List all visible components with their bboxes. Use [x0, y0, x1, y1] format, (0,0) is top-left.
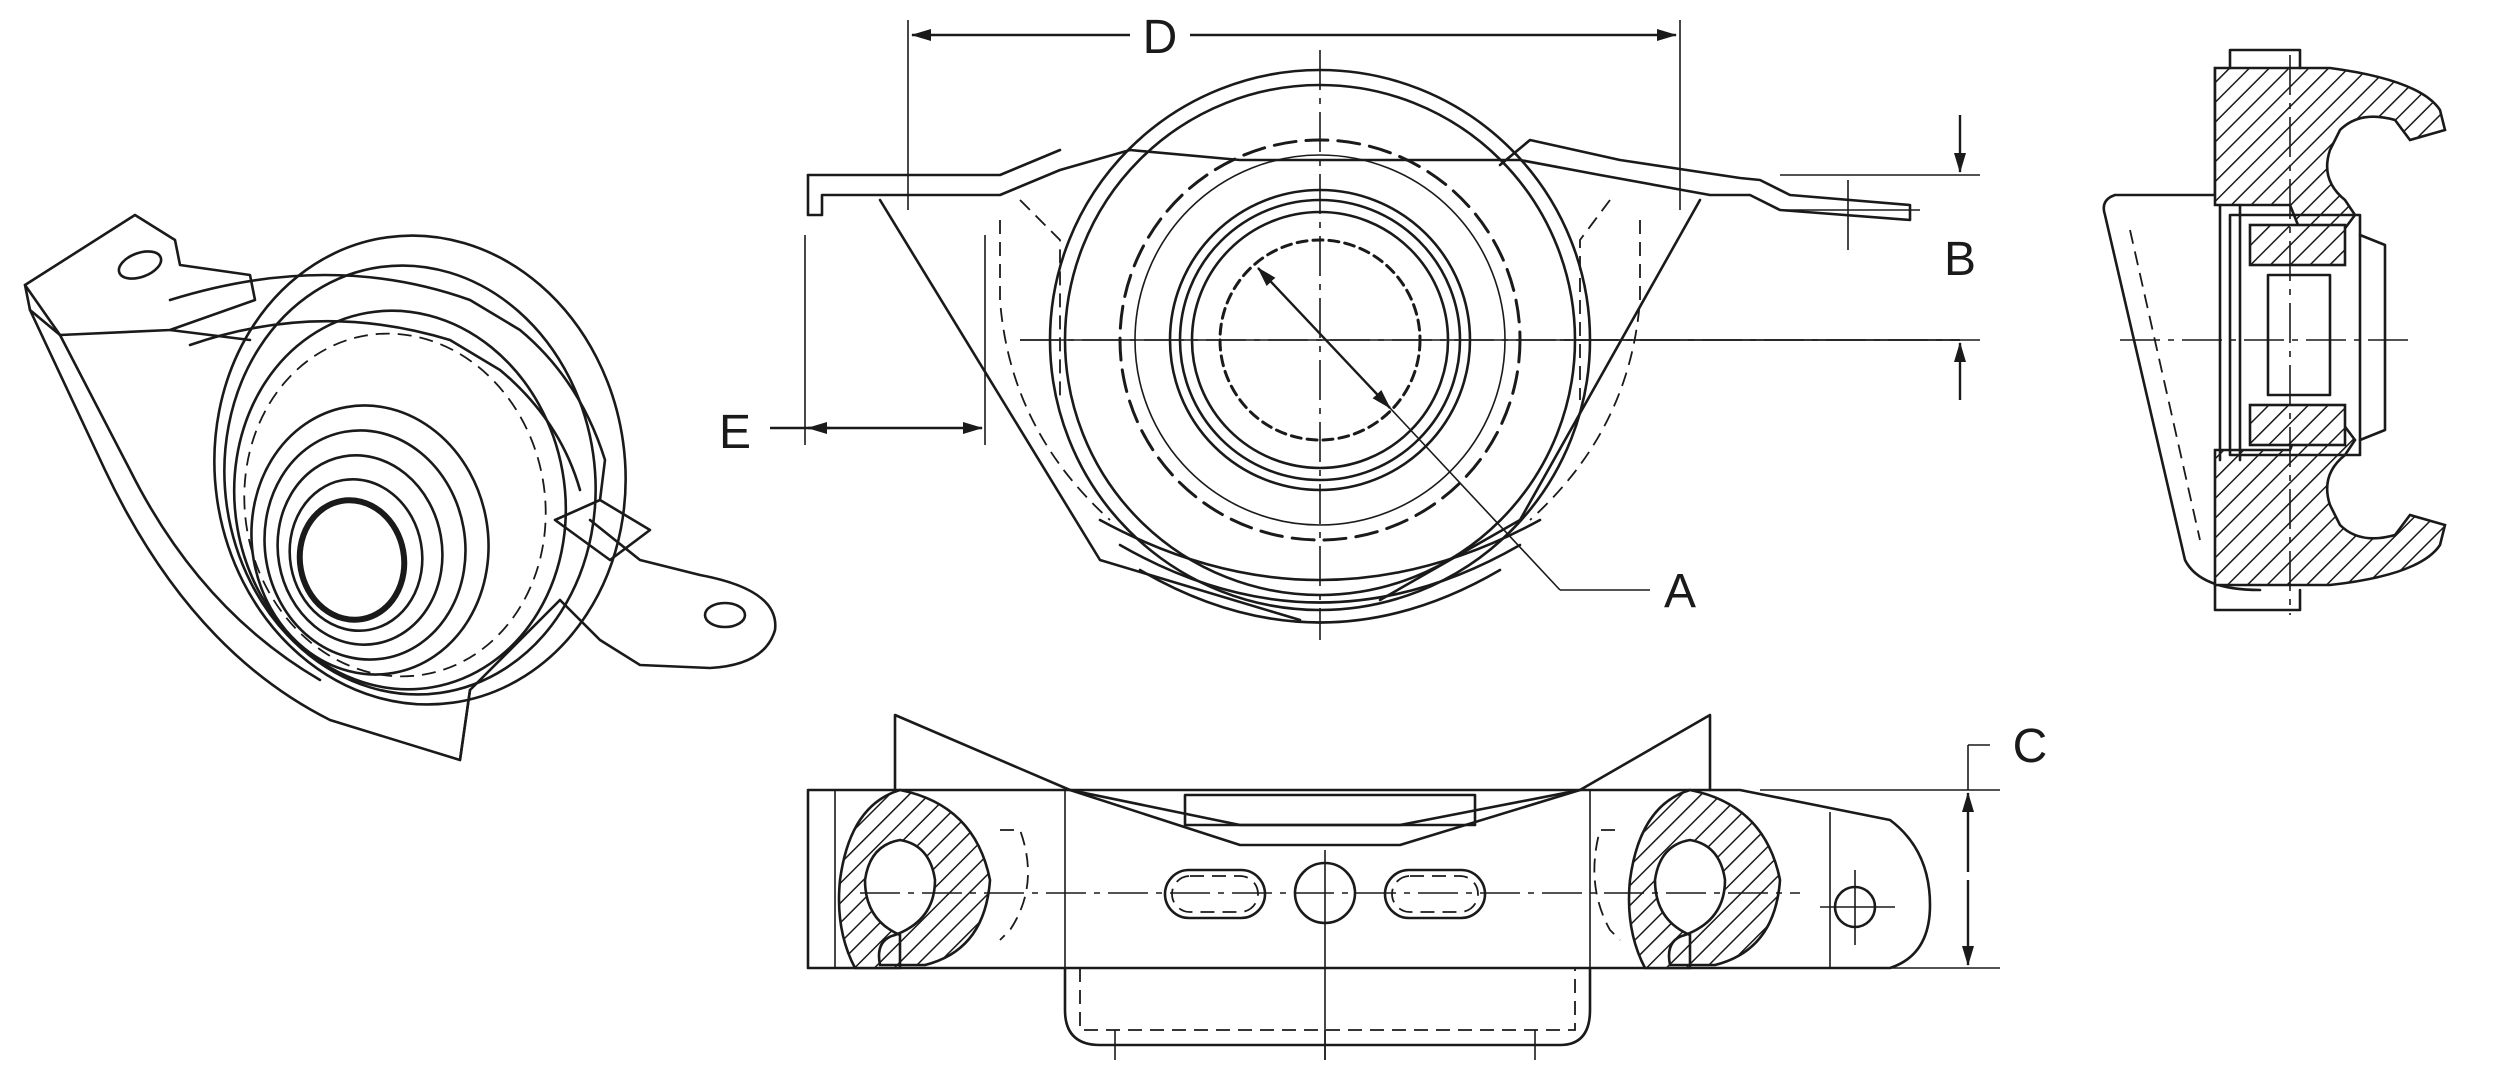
dimension-c-label: C — [2013, 720, 2048, 773]
dimension-e-label: E — [719, 406, 751, 459]
iso-strap — [168, 273, 607, 502]
front-flange-plate — [806, 138, 1912, 222]
side-section-view — [2102, 48, 2447, 615]
front-bracket-right-leg — [1378, 198, 1702, 602]
dimension-c: C — [1760, 720, 2048, 969]
iso-right-bolt-hole — [703, 601, 747, 629]
side-seal-bottom — [2248, 403, 2347, 447]
dimension-b: B — [1560, 115, 1980, 400]
isometric-view — [23, 213, 777, 762]
side-section-lower-hatch — [2213, 418, 2447, 587]
iso-left-mounting-tab — [23, 213, 257, 337]
iso-outer-housing — [213, 234, 627, 706]
bottom-right-c-hatch — [1627, 788, 1782, 970]
dimension-e: E — [719, 235, 986, 459]
iso-right-mounting-tab — [558, 518, 777, 670]
front-view — [806, 50, 1960, 640]
dimension-d: D — [907, 11, 1681, 210]
bottom-view — [806, 713, 1932, 1060]
bottom-right-slot — [1383, 868, 1487, 920]
iso-bracket-body — [28, 308, 472, 762]
front-bracket-left-leg — [878, 198, 1302, 622]
dimension-a: A — [1257, 267, 1696, 618]
side-bracket-outline — [2102, 66, 2262, 592]
side-section-upper-hatch — [2213, 66, 2447, 237]
side-bearing-block — [2228, 213, 2362, 457]
bottom-top-pad — [1183, 793, 1477, 827]
bottom-base-plate — [806, 788, 1932, 970]
bottom-left-c-hatch — [837, 788, 992, 970]
bottom-left-slot — [1163, 868, 1267, 920]
dimension-a-label: A — [1664, 565, 1696, 618]
bottom-lower-skirt — [1063, 966, 1592, 1047]
dimension-d-label: D — [1143, 11, 1178, 64]
iso-rubber-insulator — [232, 309, 568, 691]
iso-left-bolt-hole — [117, 250, 163, 280]
dimension-b-label: B — [1944, 233, 1976, 286]
bottom-top-v-profile — [893, 713, 1712, 847]
iso-bearing-outer-race — [250, 404, 490, 676]
iso-bearing-bore — [296, 497, 408, 623]
side-seal-top — [2248, 223, 2347, 267]
